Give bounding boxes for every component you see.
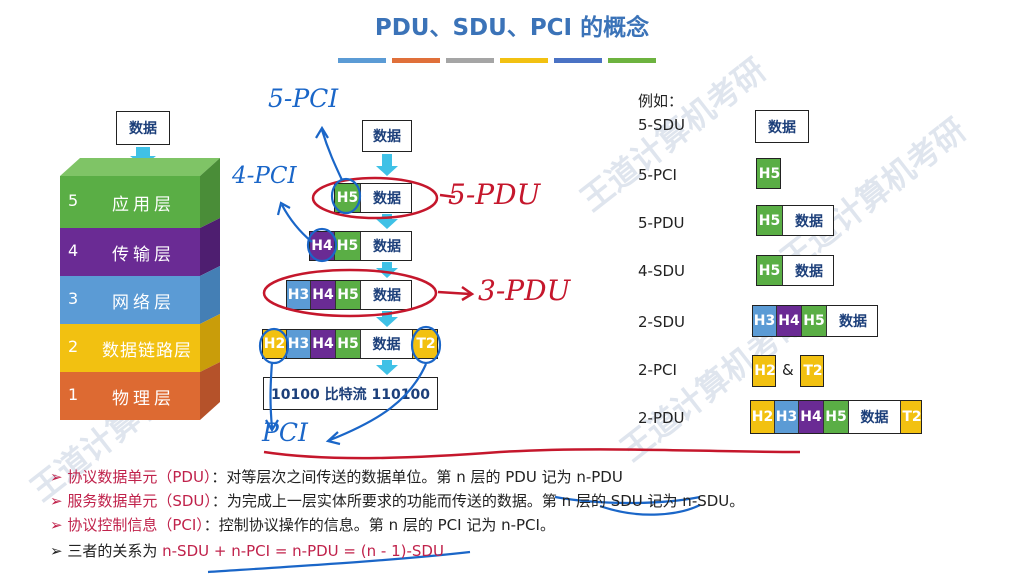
bullet-relation: ➢ 三者的关系为 n-SDU + n-PCI = n-PDU = (n - 1)… (50, 542, 444, 560)
example-2-pdu: H2 H3 H4 H5 数据 T2 (750, 400, 922, 434)
examples-heading: 例如： (638, 92, 684, 110)
example-label: 5-PCI (638, 166, 677, 184)
color-bar (608, 58, 656, 63)
color-bar (500, 58, 548, 63)
layer-2: 2 数据链路层 (60, 324, 200, 372)
layer-5: 5 应用层 (60, 176, 200, 228)
layer-4: 4 传输层 (60, 228, 200, 276)
example-5-pdu: H5 数据 (756, 205, 834, 236)
example-label: 2-SDU (638, 313, 686, 331)
layer-3: 3 网络层 (60, 276, 200, 324)
annotation-3-pdu: 3-PDU (478, 274, 571, 307)
color-bar (554, 58, 602, 63)
annotation-pci: PCI (262, 418, 308, 447)
color-bar (446, 58, 494, 63)
example-2-pci-t2: T2 (800, 355, 824, 387)
example-4-sdu: H5 数据 (756, 255, 834, 286)
example-2-pci-h2: H2 (752, 355, 776, 387)
example-5-pci: H5 (756, 158, 781, 189)
example-label: 2-PDU (638, 409, 685, 427)
stack-data-box: 数据 (116, 111, 170, 145)
color-bar (392, 58, 440, 63)
ampersand: & (782, 361, 794, 379)
example-label: 5-SDU (638, 116, 686, 134)
annotation-5-pci: 5-PCI (268, 84, 339, 113)
example-5-sdu: 数据 (755, 110, 809, 143)
bullet-sdu: ➢ 服务数据单元（SDU）：为完成上一层实体所要求的功能而传送的数据。第 n 层… (50, 492, 745, 510)
annotation-4-pci: 4-PCI (232, 163, 297, 189)
annotation-5-pdu: 5-PDU (448, 178, 541, 211)
layer-1: 1 物理层 (60, 372, 200, 420)
bullet-pci: ➢ 协议控制信息（PCI）：控制协议操作的信息。第 n 层的 PCI 记为 n-… (50, 516, 555, 534)
example-2-sdu: H3 H4 H5 数据 (752, 305, 878, 337)
flow-row-2: H2 H3 H4 H5 数据 T2 (262, 329, 438, 359)
bitstream-box: 10100 比特流 110100 (263, 377, 438, 410)
example-label: 4-SDU (638, 262, 686, 280)
page-title: PDU、SDU、PCI 的概念 (374, 15, 650, 41)
flow-data-box: 数据 (362, 120, 412, 152)
flow-row-3: H3 H4 H5 数据 (286, 280, 412, 310)
layer-stack: 5 应用层 4 传输层 3 网络层 2 数据链路层 1 物理层 (60, 156, 220, 420)
bullet-pdu: ➢ 协议数据单元（PDU）：对等层次之间传送的数据单位。第 n 层的 PDU 记… (50, 468, 623, 486)
example-label: 5-PDU (638, 214, 685, 232)
color-bar (338, 58, 386, 63)
example-label: 2-PCI (638, 361, 677, 379)
flow-row-4: H4 H5 数据 (309, 231, 412, 261)
